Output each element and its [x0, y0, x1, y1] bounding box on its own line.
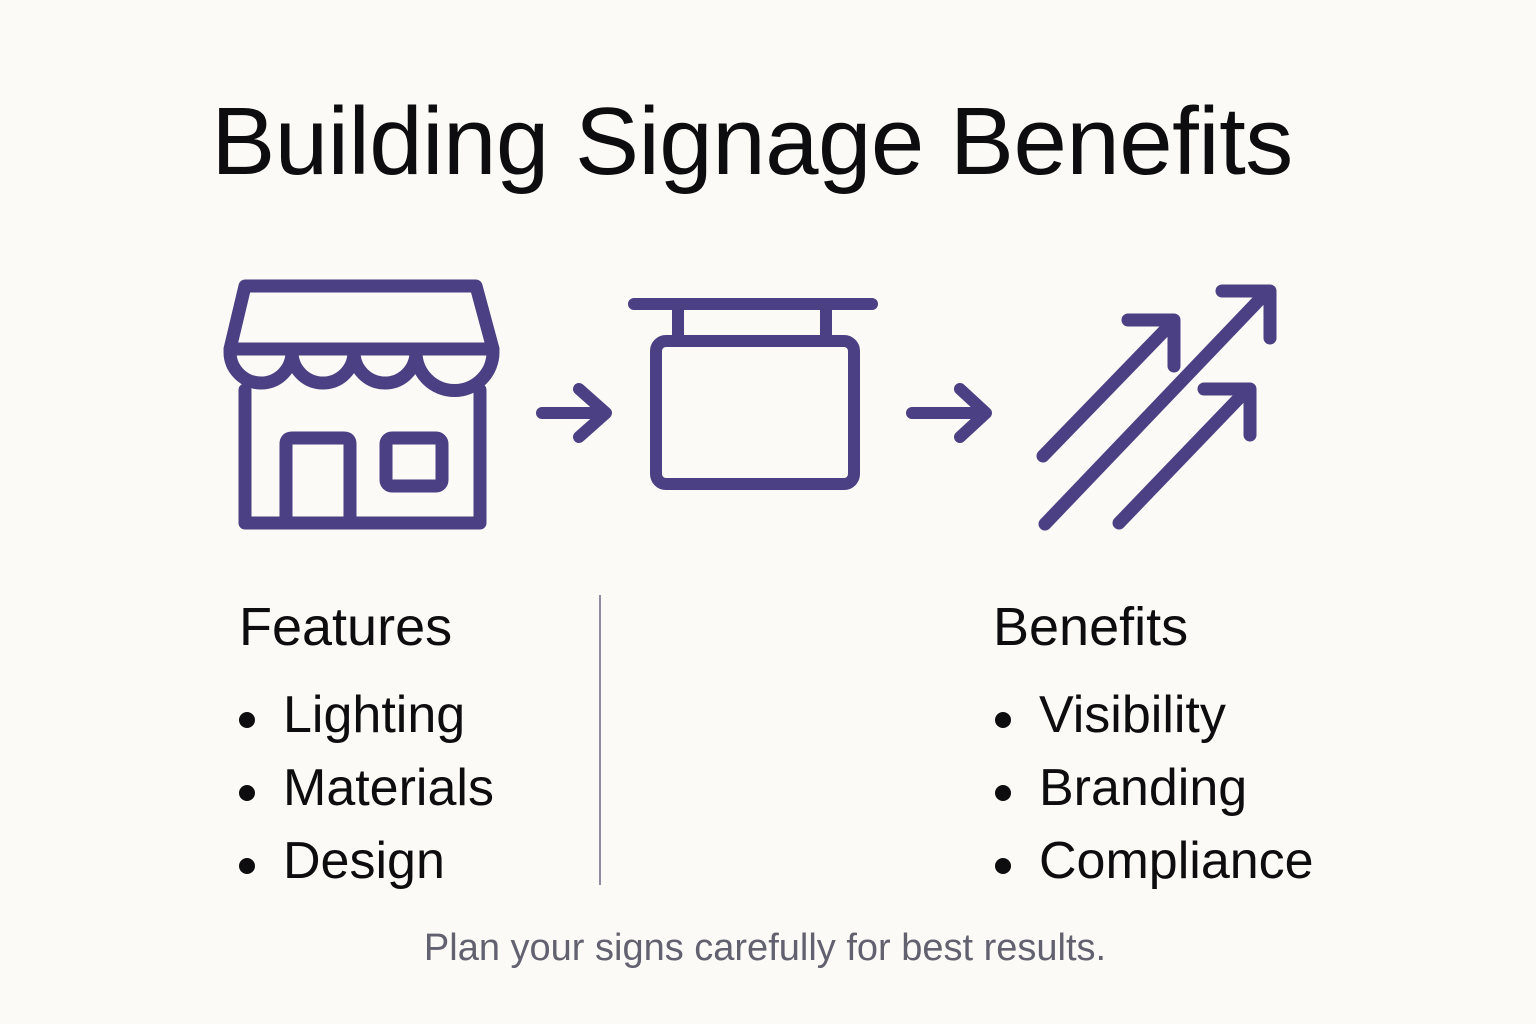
features-heading: Features — [239, 597, 453, 657]
storefront-icon — [223, 279, 500, 530]
bullet-icon — [239, 858, 255, 874]
bullet-icon — [239, 785, 255, 801]
page-title: Building Signage Benefits — [211, 88, 1293, 195]
features-list: Lighting Materials Design — [239, 679, 494, 898]
bullet-icon — [995, 785, 1011, 801]
arrow-right-icon — [536, 383, 612, 443]
hanging-sign-icon — [628, 298, 878, 490]
bullet-icon — [995, 712, 1011, 728]
list-item: Visibility — [995, 679, 1314, 752]
column-divider — [599, 595, 601, 885]
list-item: Compliance — [995, 825, 1314, 898]
growth-arrows-icon — [1036, 284, 1277, 531]
arrow-right-icon — [906, 383, 992, 443]
footer-tagline: Plan your signs carefully for best resul… — [423, 927, 1107, 969]
list-item: Lighting — [239, 679, 494, 752]
bullet-icon — [239, 712, 255, 728]
benefits-heading: Benefits — [993, 597, 1189, 657]
list-item: Materials — [239, 752, 494, 825]
list-item: Branding — [995, 752, 1314, 825]
list-item: Design — [239, 825, 494, 898]
bullet-icon — [995, 858, 1011, 874]
benefits-list: Visibility Branding Compliance — [995, 679, 1314, 898]
